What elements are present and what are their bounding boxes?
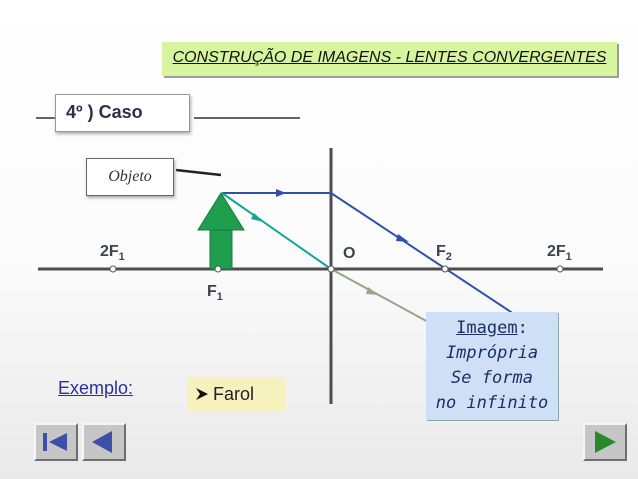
previous-slide-button[interactable] [82, 423, 126, 461]
ray-extension [330, 268, 431, 324]
point-2f-right [556, 265, 564, 273]
image-line-2: Se forma [451, 368, 533, 388]
slide-title-box: CONSTRUÇÃO DE IMAGENS - LENTES CONVERGEN… [162, 42, 617, 76]
ray-focus-arrow-icon [251, 213, 264, 222]
case-box: 4º ) Caso [55, 94, 190, 132]
arrow-bullet-icon [196, 388, 208, 400]
next-slide-button[interactable] [583, 423, 627, 461]
previous-slide-icon [92, 431, 112, 453]
first-slide-icon [43, 433, 67, 451]
point-2f-left [109, 265, 117, 273]
slide-title: CONSTRUÇÃO DE IMAGENS - LENTES CONVERGEN… [172, 49, 607, 66]
ray-extension-arrow-icon [366, 287, 379, 295]
object-label: Objeto [108, 168, 152, 185]
objeto-pointer [175, 168, 222, 177]
example-item: Farol [195, 384, 254, 405]
example-item-text: Farol [213, 384, 255, 404]
object-label-box: Objeto [86, 158, 174, 196]
image-line-1: Imprópria [445, 343, 539, 363]
image-heading-colon: : [517, 318, 528, 338]
case-label: 4º ) Caso [66, 102, 143, 122]
label-f-left: F1 [207, 283, 223, 304]
ray-parallel-arrow-icon [276, 189, 286, 197]
image-line-3: no infinito [435, 393, 549, 413]
ray-through-focus [221, 192, 332, 270]
point-f-right [441, 265, 449, 273]
label-f-right: F2 [436, 243, 452, 264]
ray-refracted-arrow-icon [396, 234, 409, 242]
object-arrow-shaft [209, 228, 233, 270]
image-info-box: Imagem: Imprópria Se forma no infinito [426, 312, 558, 420]
image-heading: Imagem [456, 318, 518, 338]
image-heading-row: Imagem: [426, 318, 558, 338]
label-center: O [343, 245, 356, 262]
first-slide-button[interactable] [34, 423, 78, 461]
example-box: Farol [187, 377, 285, 411]
label-2f-right: 2F1 [547, 243, 572, 264]
ray-refracted [330, 192, 521, 319]
object-arrow-icon [197, 192, 245, 231]
point-f-left [214, 265, 222, 273]
next-slide-icon [595, 431, 616, 453]
label-2f-left: 2F1 [100, 243, 125, 264]
point-center [327, 265, 335, 273]
example-label: Exemplo: [58, 378, 134, 398]
